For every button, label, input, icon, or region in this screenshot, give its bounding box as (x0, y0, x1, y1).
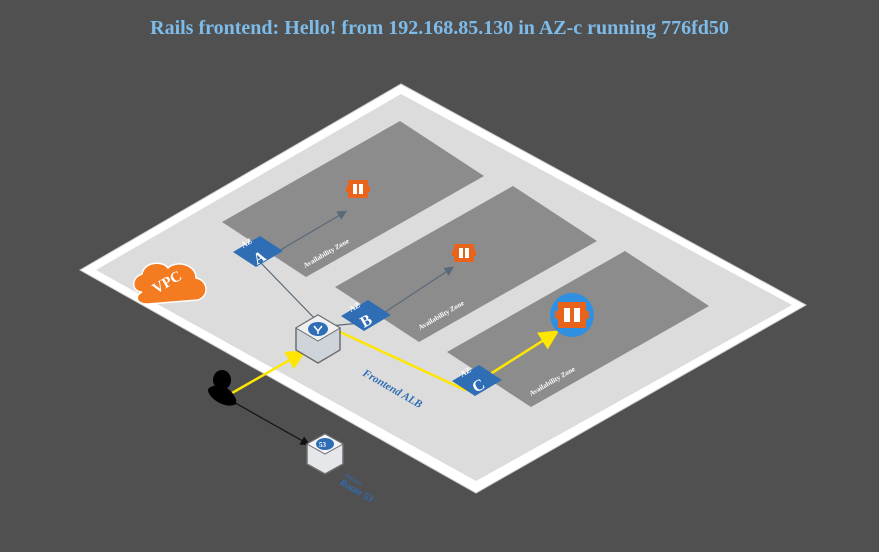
az-badge-c: AZ C (452, 365, 502, 396)
user-to-route53-connection (229, 399, 311, 446)
vpc-cloud-icon: VPC (133, 262, 207, 305)
page-title: Rails frontend: Hello! from 192.168.85.1… (150, 17, 729, 39)
zone-a (222, 121, 484, 277)
user-to-alb-connection (231, 350, 307, 395)
route53-icon: 53 (305, 433, 345, 475)
alb-to-instance-c-connection (337, 329, 560, 392)
az-badge-a: AZ A (233, 236, 283, 268)
zone-b (335, 186, 597, 342)
route53-badge: 53 (319, 441, 327, 449)
az-badge-b: AZ B (341, 300, 391, 331)
ec2-instance-c-active-icon (550, 293, 594, 337)
ec2-instance-b-icon (452, 244, 476, 262)
load-balancer-icon (295, 314, 341, 364)
ec2-instance-a-icon (346, 180, 370, 198)
user-icon (208, 370, 237, 406)
